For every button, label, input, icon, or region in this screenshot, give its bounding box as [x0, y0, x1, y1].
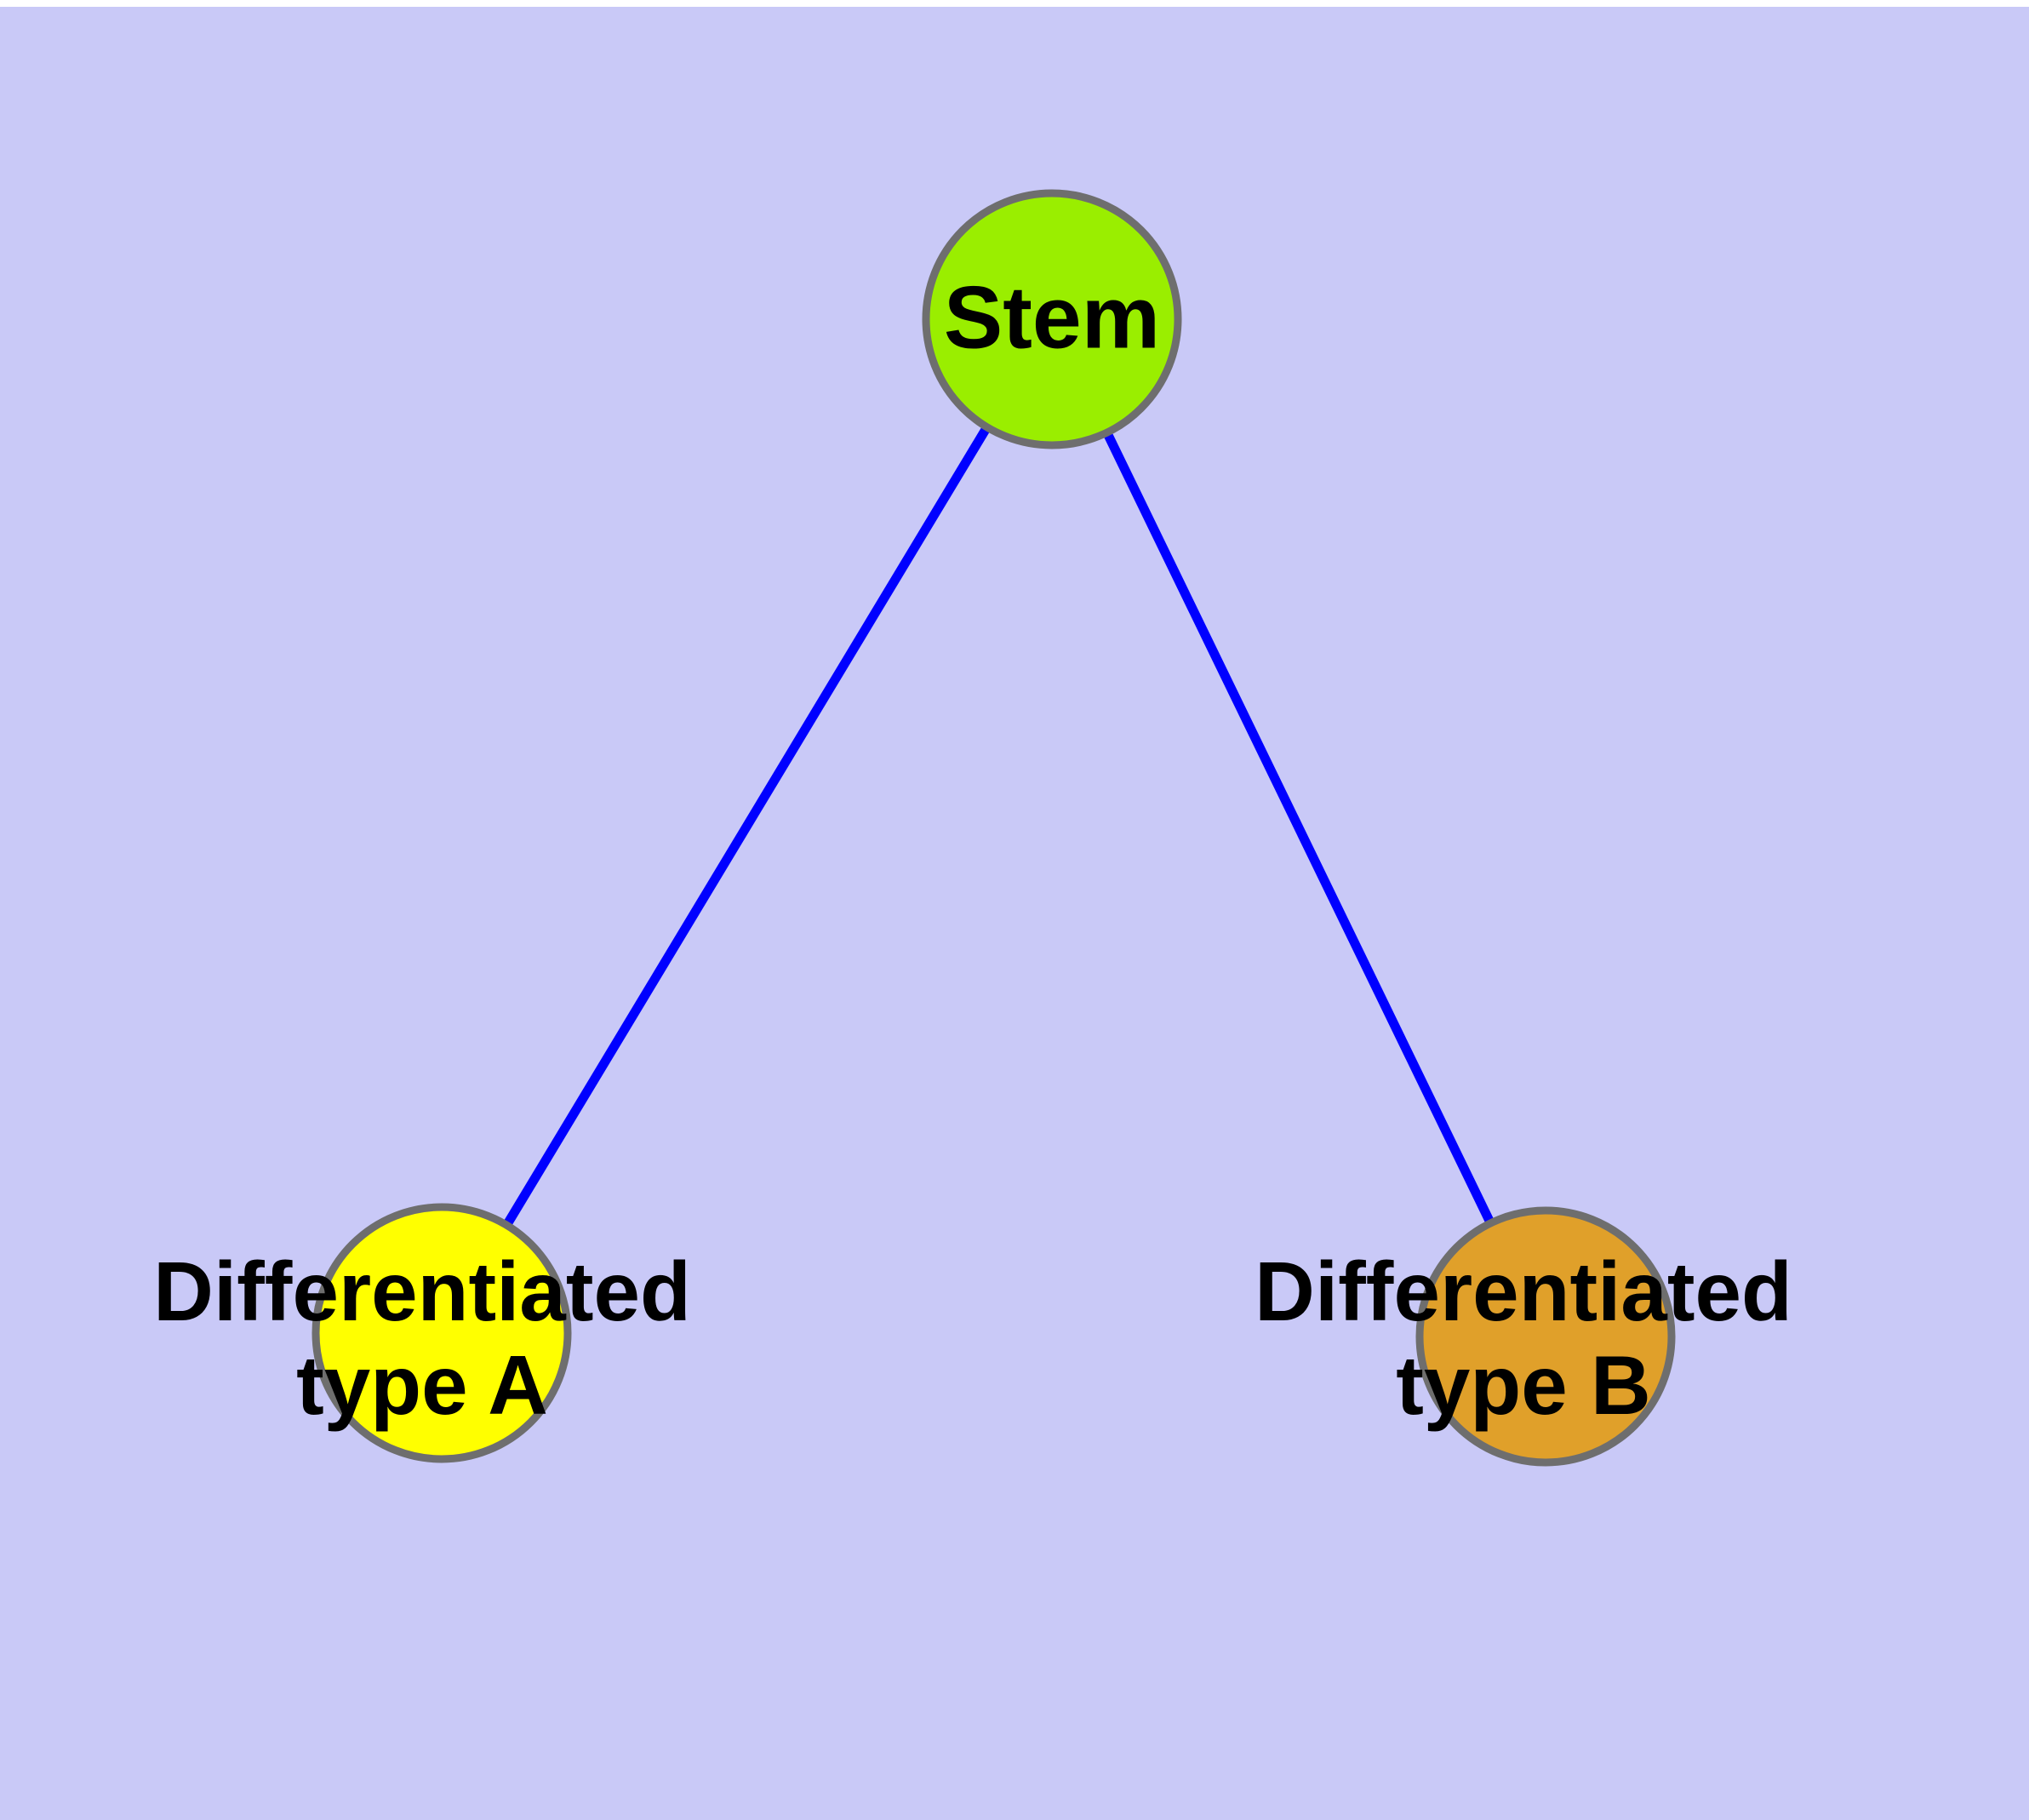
- edge-layer: [502, 424, 1495, 1228]
- node-stem[interactable]: [922, 189, 1182, 449]
- node-layer: [311, 189, 1676, 1467]
- edge-stem-to-diff-a[interactable]: [502, 424, 992, 1228]
- node-label-diff-a-line-1: Differentiated: [153, 1245, 691, 1338]
- node-label-diff-b-line-2: type B: [1396, 1338, 1651, 1432]
- node-label-diff-b-line-1: Differentiated: [1255, 1245, 1792, 1338]
- edge-stem-to-diff-b[interactable]: [1102, 430, 1495, 1226]
- node-diff-b[interactable]: [1415, 1206, 1676, 1467]
- node-label-diff-a-line-2: type A: [296, 1338, 548, 1432]
- diagram-plot-area: Stem Differentiated type A Differentiate…: [0, 7, 2029, 1820]
- node-label-stem: Stem: [944, 268, 1160, 367]
- node-diff-a[interactable]: [311, 1203, 572, 1463]
- graph-svg: Stem Differentiated type A Differentiate…: [153, 189, 1792, 1467]
- label-layer: Stem Differentiated type A Differentiate…: [153, 268, 1792, 1431]
